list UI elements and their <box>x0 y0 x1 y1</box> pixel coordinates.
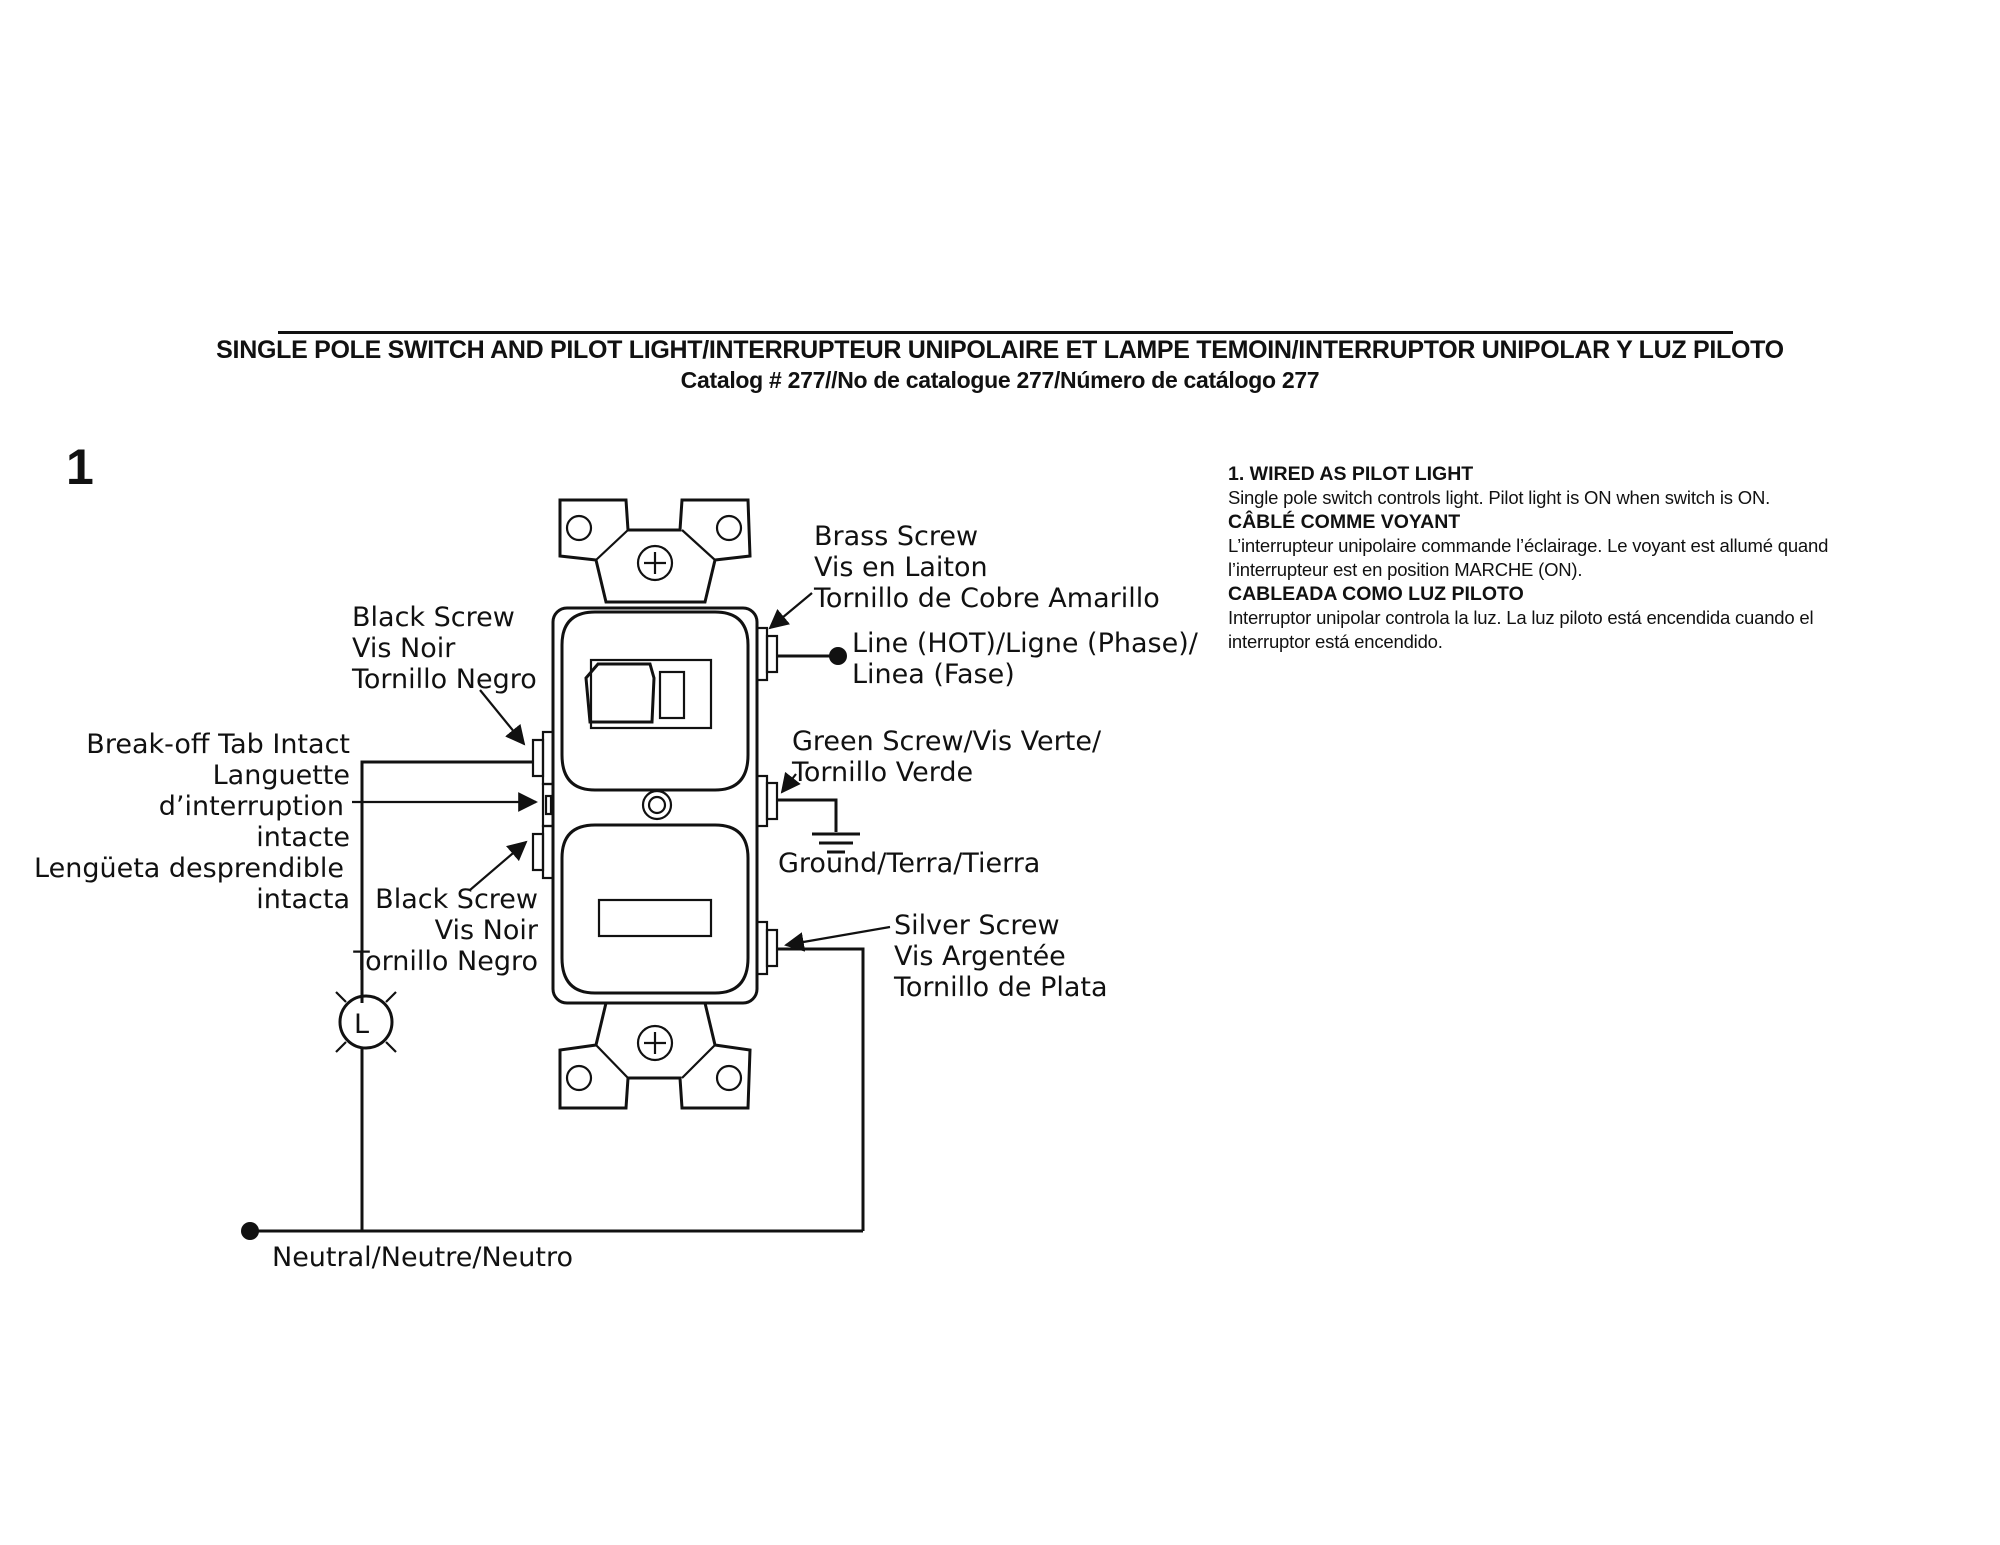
line-hot-terminal <box>829 647 847 665</box>
green-screw <box>755 774 779 828</box>
break-off-tab-label-2: Languette <box>213 760 350 791</box>
toggle-slot <box>589 658 713 730</box>
green-screw-label-2: Tornillo Verde <box>791 757 973 788</box>
note-text-es-2: interruptor está encendido. <box>1228 631 1443 652</box>
silver-screw-label-en: Silver Screw <box>894 910 1060 941</box>
header-rule <box>278 331 1733 334</box>
strap-hole-right-bottom <box>715 1064 743 1092</box>
lamp-hot-wire <box>360 760 533 1003</box>
line-hot-label-2: Linea (Fase) <box>852 659 1015 690</box>
ground-symbol <box>812 832 860 854</box>
label-break-off-tab: Break-off Tab Intact Languette d’interru… <box>34 729 350 915</box>
note-text-es-1: Interruptor unipolar controla la luz. La… <box>1228 607 1814 628</box>
black-screw-top-label-en: Black Screw <box>352 602 515 633</box>
top-mounting-strap <box>558 498 752 604</box>
black-screw-bottom-arrow <box>469 840 528 891</box>
pilot-lamp: L <box>335 991 397 1053</box>
catalog-number: Catalog # 277//No de catalogue 277/Númer… <box>680 367 1320 393</box>
line-hot-label-1: Line (HOT)/Ligne (Phase)/ <box>852 628 1199 659</box>
break-off-tab-label-4: intacte <box>256 822 350 853</box>
wiring-notes: 1. WIRED AS PILOT LIGHT Single pole swit… <box>1228 462 1928 654</box>
break-off-tab-label-5: Lengüeta desprendible <box>34 853 344 884</box>
green-screw-arrow <box>780 771 801 794</box>
silver-screw <box>755 920 779 976</box>
label-black-screw-bottom: Black Screw Vis Noir Tornillo Negro <box>352 884 539 977</box>
black-screw-top-label-fr: Vis Noir <box>352 633 456 664</box>
brass-screw-label-fr: Vis en Laiton <box>814 552 988 583</box>
silver-screw-label-fr: Vis Argentée <box>894 941 1066 972</box>
page-title: SINGLE POLE SWITCH AND PILOT LIGHT/INTER… <box>216 336 1784 364</box>
break-off-tab-label-6: intacta <box>256 884 350 915</box>
mounting-screw-bottom <box>636 1024 674 1062</box>
lamp-letter: L <box>354 1009 369 1040</box>
ground-label: Ground/Terra/Tierra <box>778 848 1040 879</box>
bottom-mounting-strap <box>558 1001 752 1110</box>
strap-hole-left-top <box>565 514 593 542</box>
label-black-screw-top: Black Screw Vis Noir Tornillo Negro <box>351 602 537 695</box>
pilot-lens <box>597 898 713 938</box>
black-screw-bottom-label-fr: Vis Noir <box>435 915 539 946</box>
strap-hole-right-top <box>715 514 743 542</box>
brass-screw-arrow <box>768 592 813 630</box>
black-screw-top-label-es: Tornillo Negro <box>351 664 537 695</box>
device-housing <box>551 606 759 1005</box>
note-heading-en: 1. WIRED AS PILOT LIGHT <box>1228 463 1474 485</box>
break-off-tab-label-3: d’interruption <box>159 791 344 822</box>
pilot-light-face <box>560 823 750 995</box>
label-line-hot: Line (HOT)/Ligne (Phase)/ Linea (Fase) <box>852 628 1199 690</box>
brass-screw-label-es: Tornillo de Cobre Amarillo <box>813 583 1160 614</box>
wiring: L <box>241 647 865 1240</box>
green-screw-label-1: Green Screw/Vis Verte/ <box>792 726 1102 757</box>
mounting-screw-top <box>636 544 674 582</box>
black-screw-bottom-label-es: Tornillo Negro <box>352 946 538 977</box>
combination-device <box>531 498 779 1110</box>
silver-screw-arrow <box>784 925 891 952</box>
brass-screw <box>755 626 779 682</box>
note-text-fr-1: L’interrupteur unipolaire commande l’écl… <box>1228 535 1829 556</box>
label-silver-screw: Silver Screw Vis Argentée Tornillo de Pl… <box>893 910 1108 1003</box>
center-screw <box>641 789 673 821</box>
label-brass-screw: Brass Screw Vis en Laiton Tornillo de Co… <box>813 521 1160 614</box>
black-screw-bottom <box>531 824 555 880</box>
note-heading-es: CABLEADA COMO LUZ PILOTO <box>1228 583 1524 605</box>
toggle-lever <box>584 662 656 724</box>
neutral-label: Neutral/Neutre/Neutro <box>272 1242 573 1273</box>
break-off-tab-label-1: Break-off Tab Intact <box>86 729 350 760</box>
note-heading-fr: CÂBLÉ COMME VOYANT <box>1228 511 1461 533</box>
callout-arrows <box>352 592 891 952</box>
strap-hole-left-bottom <box>565 1064 593 1092</box>
note-text-en: Single pole switch controls light. Pilot… <box>1228 487 1771 508</box>
black-screw-top-arrow <box>479 689 526 746</box>
black-screw-top <box>531 730 555 786</box>
ground-wire <box>777 798 838 832</box>
neutral-terminal <box>241 1222 259 1240</box>
switch-face <box>560 610 750 792</box>
label-green-screw: Green Screw/Vis Verte/ Tornillo Verde <box>791 726 1102 788</box>
black-screw-bottom-label-en: Black Screw <box>375 884 538 915</box>
silver-screw-label-es: Tornillo de Plata <box>893 972 1108 1003</box>
toggle-detail <box>658 670 686 720</box>
brass-screw-label-en: Brass Screw <box>814 521 978 552</box>
silver-screw-wire <box>777 947 865 1231</box>
note-text-fr-2: l’interrupteur est en position MARCHE (O… <box>1228 559 1583 580</box>
figure-number: 1 <box>66 439 94 495</box>
